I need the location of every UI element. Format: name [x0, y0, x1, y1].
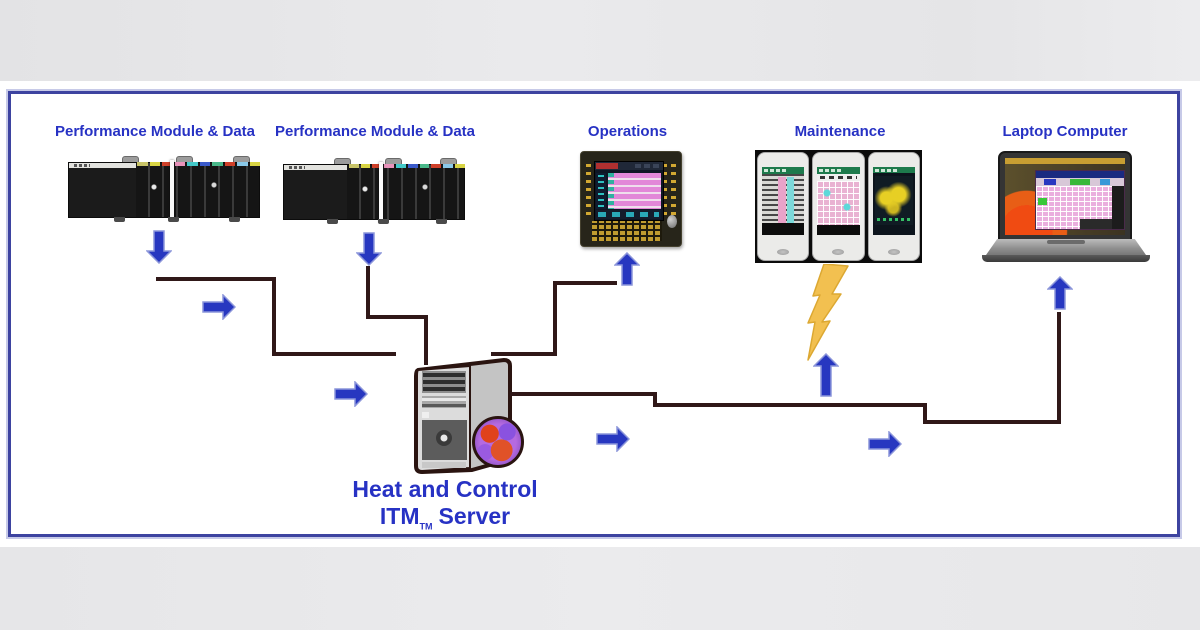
lightning-bolt-icon: [807, 264, 849, 361]
wire-module1-c: [272, 352, 396, 356]
home-button-icon: [887, 249, 900, 255]
hmi-keypad: [592, 221, 662, 241]
hmi-trackball: [667, 215, 677, 228]
laptop-icon: [998, 151, 1132, 241]
wire-right-b: [653, 392, 657, 407]
wire-operations-c: [553, 281, 617, 285]
server-tower-icon: [412, 358, 528, 476]
plc-module-2-icon: [283, 158, 465, 224]
network-globe-icon: [472, 416, 524, 468]
wire-right-e: [923, 420, 1061, 424]
handheld-2: [812, 152, 865, 261]
wire-right-c: [653, 403, 927, 407]
module2-label: Performance Module & Data: [274, 123, 476, 140]
laptop-app-window: [1035, 170, 1125, 230]
plc-module-1-icon: [68, 156, 261, 222]
wire-module2-a: [366, 266, 370, 319]
wire-right-d: [923, 403, 927, 424]
wire-laptop-riser: [1057, 312, 1061, 424]
arrow-up-laptop: [1047, 276, 1073, 310]
home-button-icon: [832, 249, 845, 255]
arrow-right-4: [868, 431, 902, 457]
handheld-3: [867, 152, 920, 261]
arrow-up-maintenance: [813, 353, 839, 397]
bottom-gray-band: [0, 547, 1200, 630]
operations-label: Operations: [587, 123, 668, 140]
hmi-screen: [594, 161, 664, 221]
maintenance-devices-icon: [755, 150, 922, 263]
top-gray-band: [0, 0, 1200, 81]
laptop-display: [1005, 158, 1125, 235]
laptop-base: [986, 239, 1146, 255]
wire-module2-b: [366, 315, 428, 319]
arrow-right-2: [334, 381, 368, 407]
arrow-right-3: [596, 426, 630, 452]
arrow-up-operations: [614, 252, 640, 286]
laptop-front-edge: [982, 255, 1150, 262]
maintenance-label: Maintenance: [794, 123, 886, 140]
operations-hmi-icon: [580, 151, 682, 247]
arrow-down-module1: [146, 230, 172, 264]
wire-module1-a: [156, 277, 276, 281]
laptop-label: Laptop Computer: [1002, 123, 1128, 140]
wire-right-a: [510, 392, 657, 396]
module1-label: Performance Module & Data: [54, 123, 256, 140]
arrow-right-1: [202, 294, 236, 320]
wire-module2-c: [424, 315, 428, 365]
arrow-down-module2: [356, 232, 382, 266]
wire-operations-b: [553, 281, 557, 356]
wire-operations-a: [491, 352, 557, 356]
wire-module1-b: [272, 277, 276, 356]
handheld-1: [757, 152, 810, 261]
home-button-icon: [777, 249, 790, 255]
